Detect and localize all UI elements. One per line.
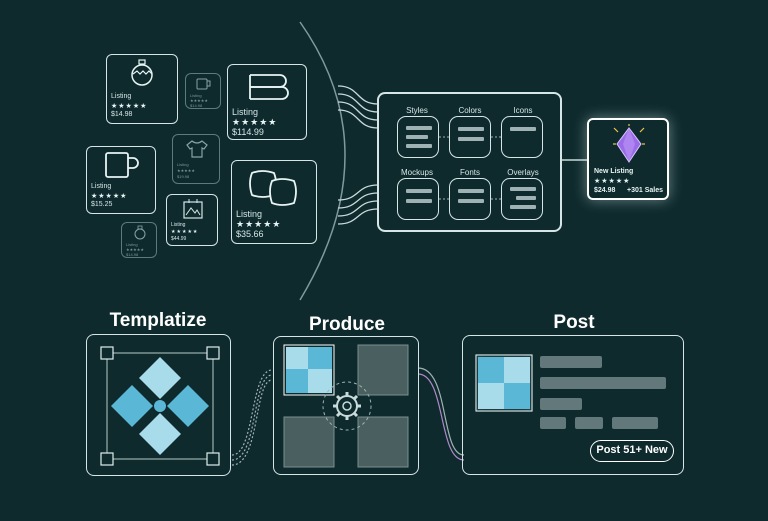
produce-title: Produce <box>308 314 386 335</box>
gear-icon <box>333 392 361 420</box>
overlays-tile <box>501 178 543 220</box>
new-listing-stars: ★★★★★ <box>594 178 631 185</box>
styles-tile <box>397 116 439 158</box>
listing-label: Listing <box>111 93 132 100</box>
listing-card-small-mug: Listing ★★★★★ $14.98 <box>185 73 221 109</box>
listing-price: $14.98 <box>111 111 133 118</box>
listing-stars: ★★★★★ <box>91 193 128 200</box>
listing-stars: ★★★★★ <box>177 168 195 173</box>
listing-label: Listing <box>91 183 112 190</box>
listing-card-small-shirt: Listing ★★★★★ $19.98 <box>172 134 220 184</box>
mockups-label: Mockups <box>400 168 433 177</box>
listing-label: Listing <box>177 162 189 167</box>
listing-label: Listing <box>126 242 138 247</box>
pillows-icon <box>249 170 297 206</box>
listing-card-ornament: Listing ★★★★★ $14.98 <box>106 54 178 124</box>
listing-card-blanket: Listing ★★★★★ $114.99 <box>227 64 307 140</box>
post-panel: Post 51+ New <box>462 335 684 475</box>
templatize-panel <box>86 334 231 476</box>
ornament-icon <box>131 59 153 86</box>
listing-label: Listing <box>232 107 259 117</box>
fonts-tile <box>449 178 491 220</box>
colors-label: Colors <box>458 106 482 115</box>
templatize-puzzle-icon <box>100 346 220 466</box>
listing-stars: ★★★★★ <box>111 103 148 110</box>
listing-stars: ★★★★★ <box>171 229 199 235</box>
listing-stars: ★★★★★ <box>236 219 282 229</box>
templatize-title: Templatize <box>109 310 207 331</box>
mug-icon <box>196 78 211 90</box>
tshirt-icon <box>186 140 208 158</box>
new-listing-label: New Listing <box>594 168 634 175</box>
listing-label: Listing <box>236 209 263 219</box>
listing-price: $15.25 <box>91 201 113 208</box>
fonts-label: Fonts <box>459 168 480 177</box>
listing-label: Listing <box>190 93 202 98</box>
icons-label: Icons <box>513 106 533 115</box>
placeholder-bar <box>540 377 666 389</box>
icons-tile <box>501 116 543 158</box>
purple-gem-icon <box>613 124 645 163</box>
listing-stars: ★★★★★ <box>126 247 144 252</box>
styles-label: Styles <box>406 106 428 115</box>
listing-card-mug: Listing ★★★★★ $15.25 <box>86 146 156 214</box>
mockups-tile <box>397 178 439 220</box>
listing-card-small-ornament: Listing ★★★★★ $14.98 <box>121 222 157 258</box>
listing-price: $114.99 <box>232 127 264 137</box>
listing-price: $19.98 <box>177 174 190 179</box>
listing-price: $14.98 <box>126 252 139 257</box>
listing-price: $44.99 <box>171 236 187 242</box>
listing-price: $35.66 <box>236 229 264 239</box>
listing-stars: ★★★★★ <box>232 117 278 127</box>
post-title: Post <box>553 312 595 333</box>
blanket-icon <box>249 74 289 100</box>
colors-tile <box>449 116 491 158</box>
post-new-button[interactable]: Post 51+ New <box>590 440 674 462</box>
placeholder-bar <box>540 417 566 429</box>
overlays-label: Overlays <box>507 168 539 177</box>
produce-panel <box>273 336 419 475</box>
mug-icon <box>105 152 139 178</box>
new-listing-price: $24.98 <box>594 187 616 194</box>
placeholder-bar <box>540 398 582 410</box>
placeholder-bar <box>575 417 603 429</box>
ornament-icon <box>134 225 146 240</box>
placeholder-bar <box>540 356 602 368</box>
new-listing-card: New Listing ★★★★★ $24.98 +301 Sales <box>587 118 669 200</box>
placeholder-bar <box>612 417 658 429</box>
listing-price: $14.98 <box>190 103 203 108</box>
listing-stars: ★★★★★ <box>190 98 208 103</box>
template-grid: Styles Colors Icons Mockups Fonts Overla… <box>377 92 562 232</box>
listing-card-frame: Listing ★★★★★ $44.99 <box>166 194 218 246</box>
new-listing-sales: +301 Sales <box>627 187 664 194</box>
produce-puzzle-grid <box>283 344 409 468</box>
puzzle-icon <box>475 354 533 412</box>
picture-frame-icon <box>183 199 203 219</box>
listing-card-pillows: Listing ★★★★★ $35.66 <box>231 160 317 244</box>
listing-label: Listing <box>171 222 186 228</box>
